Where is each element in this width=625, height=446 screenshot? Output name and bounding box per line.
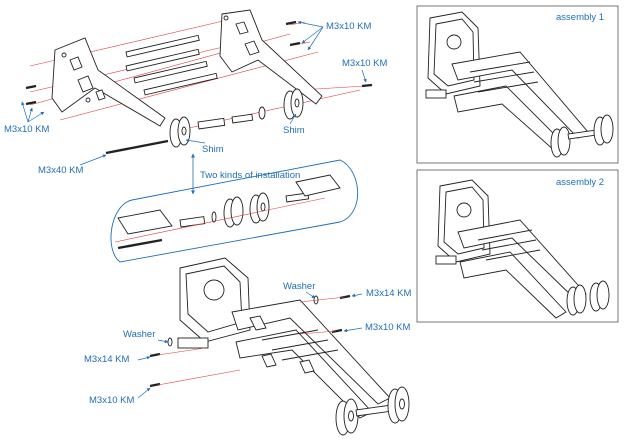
- label-shim-right: Shim: [283, 125, 305, 136]
- label-m3x10-left: M3x10 KM: [4, 124, 50, 135]
- bottom-assembly: [149, 257, 410, 436]
- label-m3x10-bottom-right: M3x10 KM: [365, 322, 411, 333]
- label-m3x40: M3x40 KM: [38, 165, 84, 176]
- assembly-2-panel-border: [416, 169, 619, 323]
- assembly-1-panel-border: [416, 5, 619, 164]
- installation-options-callout: [110, 153, 359, 263]
- bottom-axis-lines: [157, 296, 346, 386]
- label-m3x10-bottom-left: M3x10 KM: [89, 395, 135, 406]
- label-m3x10-top-right: M3x10 KM: [326, 21, 372, 32]
- assembly-2-title: assembly 2: [556, 177, 605, 188]
- label-two-kinds-installation: Two kinds of installation: [200, 170, 301, 181]
- top-leader-lines: [21, 20, 367, 166]
- wheel-axle-set: [169, 88, 304, 148]
- label-m3x14-left: M3x14 KM: [84, 354, 130, 365]
- right-side-plate: [219, 9, 323, 105]
- screws: [25, 20, 373, 155]
- top-exploded-view: [25, 9, 373, 155]
- label-m3x14-right: M3x14 KM: [366, 288, 412, 299]
- assembly-2-art: [435, 179, 610, 319]
- label-m3x10-right: M3x10 KM: [342, 58, 388, 69]
- spacer-rods: [125, 34, 218, 96]
- label-washer-right: Washer: [283, 281, 316, 292]
- left-side-plate: [51, 37, 166, 127]
- assembly-1-art: [425, 11, 614, 158]
- label-shim-center: Shim: [202, 144, 224, 155]
- label-washer-left: Washer: [123, 329, 156, 340]
- assembly-1-title: assembly 1: [556, 12, 605, 23]
- bottom-leader-lines: [137, 291, 363, 399]
